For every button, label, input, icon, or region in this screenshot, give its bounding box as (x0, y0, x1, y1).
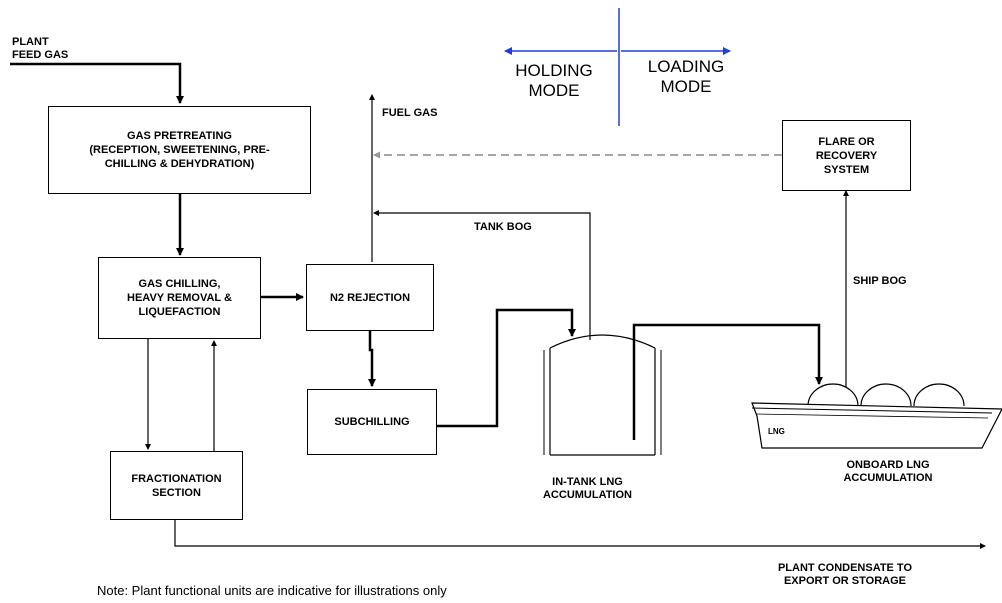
gas-pretreating-box: GAS PRETREATING (RECEPTION, SWEETENING, … (48, 106, 311, 194)
n2-to-subchilling-line (370, 331, 372, 386)
ship-bog-label: SHIP BOG (853, 275, 907, 288)
loading-mode-label: LOADING MODE (630, 57, 742, 97)
gas-chilling-label: GAS CHILLING, HEAVY REMOVAL & LIQUEFACTI… (127, 277, 232, 319)
feed-gas-line (10, 64, 180, 103)
flare-recovery-label: FLARE OR RECOVERY SYSTEM (816, 135, 877, 177)
footnote: Note: Plant functional units are indicat… (97, 583, 447, 598)
plant-condensate-label: PLANT CONDENSATE TO EXPORT OR STORAGE (760, 562, 930, 588)
fractionation-label: FRACTIONATION SECTION (131, 472, 221, 500)
condensate-line (175, 520, 985, 546)
flare-recovery-box: FLARE OR RECOVERY SYSTEM (782, 120, 911, 191)
gas-pretreating-label: GAS PRETREATING (RECEPTION, SWEETENING, … (89, 129, 269, 171)
lng-carrier-ship (752, 384, 1002, 448)
fuel-gas-label: FUEL GAS (382, 107, 437, 120)
in-tank-accumulation-label: IN-TANK LNG ACCUMULATION (520, 476, 655, 502)
subchilling-to-tank-line (437, 310, 572, 426)
gas-chilling-box: GAS CHILLING, HEAVY REMOVAL & LIQUEFACTI… (98, 257, 261, 339)
ship-lng-tag: LNG (768, 427, 785, 436)
n2-rejection-box: N2 REJECTION (306, 264, 434, 331)
onboard-accumulation-label: ONBOARD LNG ACCUMULATION (818, 459, 958, 485)
fractionation-box: FRACTIONATION SECTION (110, 451, 243, 520)
holding-mode-label: HOLDING MODE (498, 61, 610, 101)
n2-rejection-label: N2 REJECTION (330, 291, 410, 305)
subchilling-label: SUBCHILLING (334, 415, 409, 429)
tank-bog-label: TANK BOG (474, 221, 532, 234)
lng-storage-tank (544, 335, 661, 455)
plant-feed-gas-label: PLANT FEED GAS (12, 36, 68, 62)
subchilling-box: SUBCHILLING (307, 389, 437, 455)
